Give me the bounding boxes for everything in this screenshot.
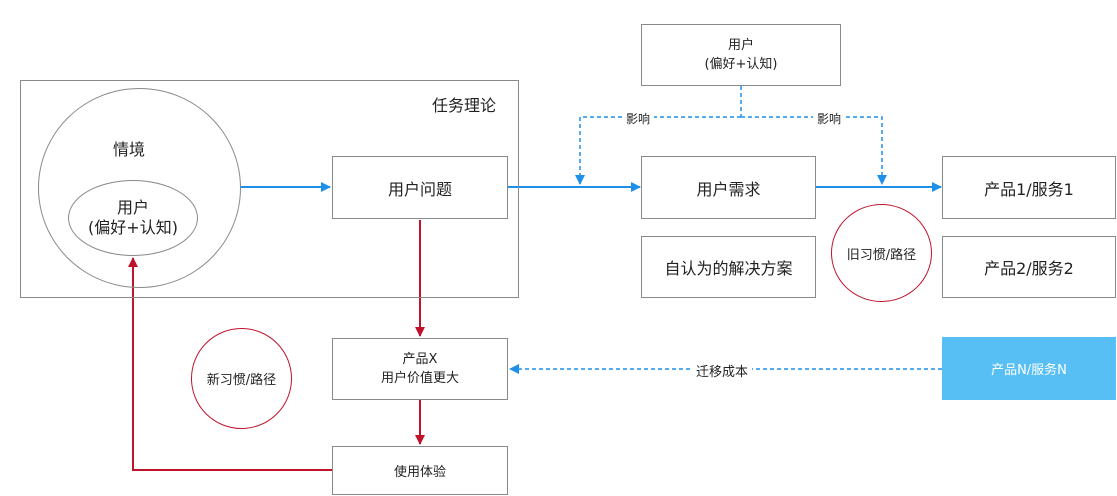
product-x-box: 产品X 用户价值更大 xyxy=(332,338,508,400)
user-need-box: 用户需求 xyxy=(641,156,816,219)
user-top-line2: (偏好+认知) xyxy=(704,57,778,72)
influence-label-right: 影响 xyxy=(813,110,846,127)
task-theory-frame xyxy=(20,80,519,298)
product-2-label: 产品2/服务2 xyxy=(984,259,1074,278)
experience-box: 使用体验 xyxy=(332,446,508,495)
new-habit-circle: 新习惯/路径 xyxy=(191,328,292,429)
dashed-influence-right xyxy=(741,116,887,185)
arrow-experience-to-user xyxy=(128,257,332,471)
product-x-line2: 用户价值更大 xyxy=(380,371,459,386)
product-n-box: 产品N/服务N xyxy=(942,337,1116,400)
product-1-box: 产品1/服务1 xyxy=(942,156,1116,219)
situation-title: 情境 xyxy=(113,140,146,159)
situation-circle xyxy=(38,88,241,288)
user-problem-box: 用户问题 xyxy=(332,156,508,219)
dashed-influence-left xyxy=(575,116,741,185)
self-solution-box: 自认为的解决方案 xyxy=(641,236,816,298)
user-problem-label: 用户问题 xyxy=(387,179,452,199)
migration-cost-label: 迁移成本 xyxy=(692,361,753,380)
user-top-line1: 用户 xyxy=(727,38,754,53)
self-solution-label: 自认为的解决方案 xyxy=(664,259,793,278)
user-ellipse-line2: (偏好+认知) xyxy=(88,218,178,237)
product-2-box: 产品2/服务2 xyxy=(942,236,1116,298)
old-habit-circle: 旧习惯/路径 xyxy=(831,204,932,302)
new-habit-label: 新习惯/路径 xyxy=(206,373,277,388)
product-1-label: 产品1/服务1 xyxy=(984,179,1074,199)
user-need-label: 用户需求 xyxy=(696,179,761,199)
user-ellipse-line1: 用户 xyxy=(116,198,149,217)
experience-label: 使用体验 xyxy=(393,465,446,480)
product-x-line1: 产品X xyxy=(402,352,438,367)
user-ellipse: 用户 (偏好+认知) xyxy=(68,180,198,256)
old-habit-label: 旧习惯/路径 xyxy=(846,247,917,263)
user-top-box: 用户 (偏好+认知) xyxy=(641,24,841,86)
product-n-label: 产品N/服务N xyxy=(991,363,1067,378)
influence-label-left: 影响 xyxy=(622,110,655,127)
task-theory-title: 任务理论 xyxy=(432,96,497,115)
